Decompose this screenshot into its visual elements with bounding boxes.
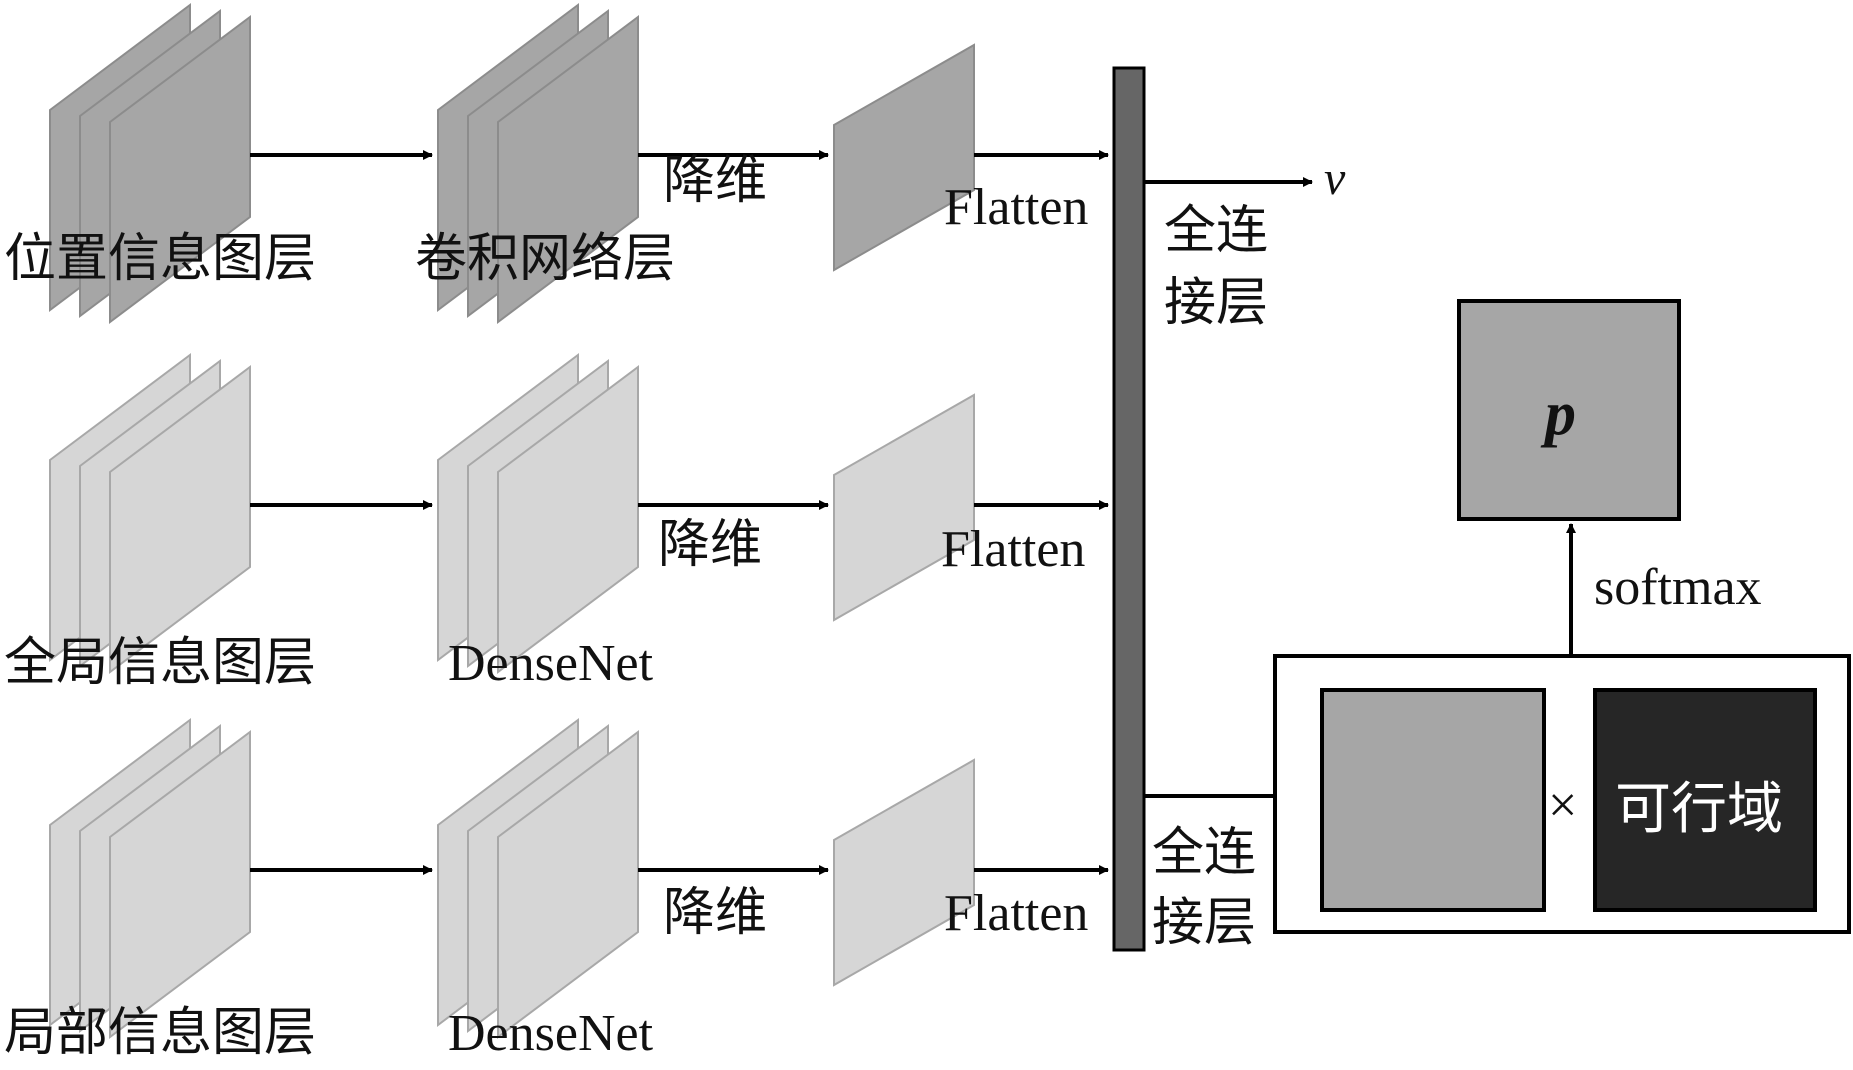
input-label-row-2: 全局信息图层: [4, 633, 316, 693]
feasible-region-box: [1593, 688, 1817, 912]
policy-output-box: [1457, 299, 1681, 521]
policy-output-label: p: [1540, 380, 1576, 448]
network-label-row-1: 卷积网络层: [415, 229, 675, 289]
stage-arrows: [250, 150, 1109, 875]
feature-map-stacks: [49, 3, 975, 1039]
network-label-row-3: DenseNet: [448, 1005, 654, 1062]
feasible-region-label: 可行域: [1615, 777, 1783, 842]
reduce-label-row-2: 降维: [658, 515, 762, 575]
value-output-label: v: [1324, 152, 1346, 205]
policy-logits-box: [1320, 688, 1546, 912]
flatten-label-row-2: Flatten: [941, 521, 1085, 578]
reduced-plane-row-2: [833, 393, 975, 622]
input-layer-plane-row-2: [109, 365, 251, 674]
reduced-plane-row-3: [833, 758, 975, 987]
flatten-label-row-3: Flatten: [944, 885, 1088, 942]
input-label-row-3: 局部信息图层: [4, 1003, 316, 1063]
reduced-plane-row-1: [833, 43, 975, 272]
fc-bottom-line2: 接层: [1152, 893, 1256, 953]
input-label-row-1: 位置信息图层: [4, 229, 316, 289]
flatten-label-row-1: Flatten: [944, 179, 1088, 236]
network-layer-plane-row-1: [497, 15, 639, 324]
network-layer-plane-row-2: [497, 365, 639, 674]
reduce-label-row-3: 降维: [663, 883, 767, 943]
input-layer-plane-row-1: [109, 15, 251, 324]
fc-bottom-line1: 全连: [1152, 823, 1256, 883]
network-layer-plane-row-3: [497, 730, 639, 1039]
fc-top-line2: 接层: [1164, 273, 1268, 333]
input-layer-plane-row-3: [109, 730, 251, 1039]
fc-top-line1: 全连: [1164, 201, 1268, 261]
reduce-label-row-1: 降维: [663, 151, 767, 211]
multiply-symbol: ×: [1548, 777, 1577, 834]
row-labels: 位置信息图层 卷积网络层 降维 Flatten 全局信息图层 DenseNet …: [4, 151, 1088, 1063]
softmax-label: softmax: [1594, 559, 1762, 616]
network-label-row-2: DenseNet: [448, 635, 654, 692]
concat-bar: [1112, 66, 1146, 952]
